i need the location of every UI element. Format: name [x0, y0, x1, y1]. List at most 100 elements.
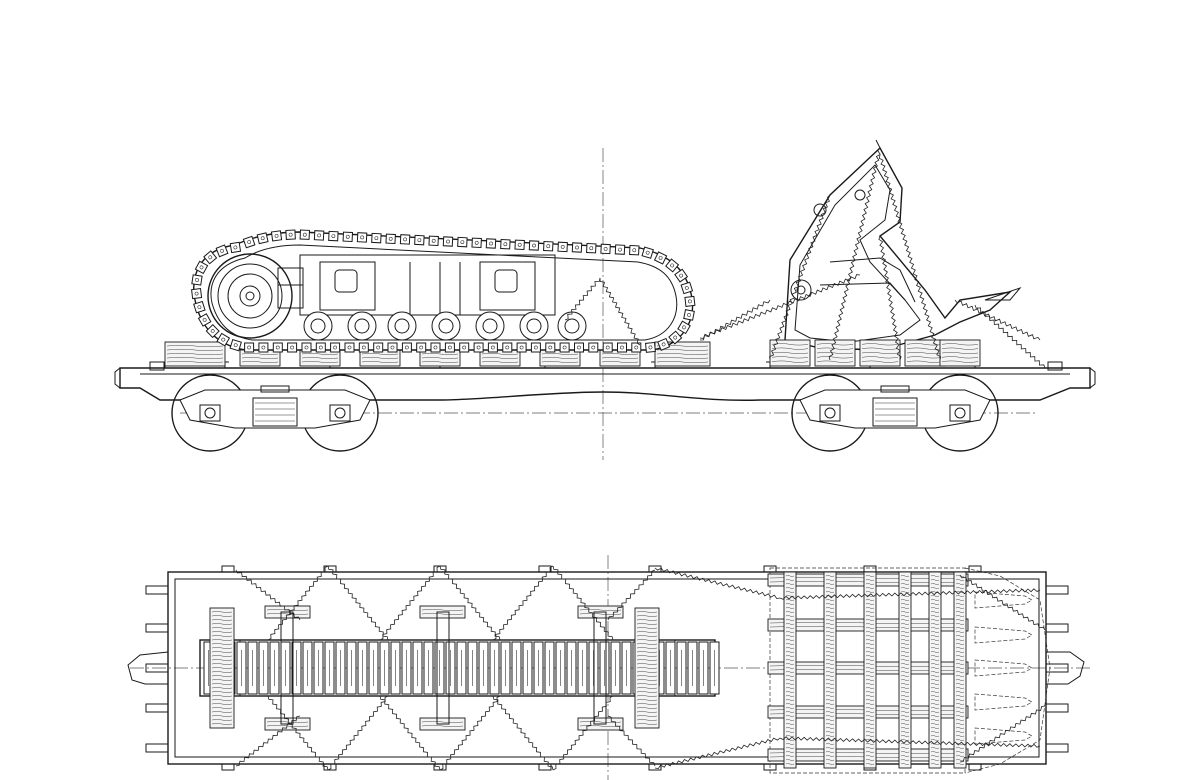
track-shoe: [401, 342, 412, 353]
track-pin: [474, 240, 479, 245]
journal-box: [329, 404, 351, 422]
side-stake-left: [145, 703, 169, 713]
track-pin: [388, 236, 393, 241]
bucket-long-timber: [863, 571, 877, 769]
track-pin: [317, 233, 321, 238]
track-pin: [603, 246, 608, 251]
track-pin: [360, 235, 364, 240]
track-pin: [589, 246, 594, 251]
tie-down-chain: [878, 235, 902, 361]
tie-down-chain: [654, 567, 781, 600]
track-shoe: [574, 342, 584, 353]
bucket-tooth: [974, 693, 1033, 711]
road-wheel: [475, 311, 505, 341]
track-pin: [661, 342, 666, 347]
track-shoe: [502, 342, 513, 353]
road-wheel-hub: [394, 318, 410, 334]
track-shoe: [665, 258, 680, 273]
track-shoe: [680, 281, 694, 295]
track-pin: [390, 345, 395, 350]
journal-cap: [204, 407, 216, 419]
tie-down-chain: [699, 299, 771, 341]
track-pin: [517, 242, 522, 247]
plan-stake: [221, 565, 235, 573]
tie-down-chain: [878, 154, 942, 361]
track-shoe: [358, 342, 369, 353]
track-pin: [620, 345, 624, 350]
track-pin: [233, 343, 238, 348]
track-shoes: [191, 229, 696, 353]
track-shoe: [500, 238, 511, 250]
track-shoe: [416, 342, 427, 353]
track-shoe: [229, 338, 242, 352]
track-pin: [431, 238, 436, 243]
road-wheel-hub: [526, 318, 542, 334]
road-wheel: [519, 311, 549, 341]
track-shoe: [315, 342, 326, 353]
bucket-long-timber: [898, 571, 912, 769]
dunnage-block: [419, 349, 461, 367]
track-pin: [519, 345, 524, 350]
track-shoe: [571, 242, 583, 253]
track-shoe: [516, 342, 527, 353]
track-shoe: [287, 342, 298, 353]
side-stake-left: [145, 743, 169, 753]
track-pin: [548, 345, 553, 350]
track-shoe: [444, 342, 455, 353]
tie-down-chain: [552, 695, 614, 771]
track-shoe: [385, 233, 396, 245]
side-stake-right: [1045, 663, 1069, 673]
plan-stake: [221, 763, 235, 771]
track-shoe: [629, 244, 640, 256]
track-shoe: [205, 323, 220, 339]
plan-tie-down-chains: [235, 565, 1046, 771]
track-shoe: [545, 342, 556, 353]
track-pin: [419, 345, 424, 350]
track-shoe: [328, 230, 339, 242]
plan-track-shoes: [203, 641, 720, 695]
plan-stake: [538, 763, 552, 771]
side-stake-right: [1045, 623, 1069, 633]
road-wheel: [303, 311, 333, 341]
track-shoe: [653, 251, 668, 265]
idler-wheel: [207, 253, 293, 339]
track-pin: [333, 345, 338, 350]
bucket-plan: [767, 567, 1051, 774]
crawler-track-frame: [191, 229, 696, 353]
plan-stake: [968, 763, 982, 771]
track-pin: [404, 345, 409, 350]
plan-stake: [648, 565, 662, 573]
track-shoe: [285, 229, 296, 240]
track-shoe: [399, 234, 411, 245]
track-shoe: [641, 246, 654, 259]
track-shoe: [677, 320, 691, 335]
plan-view: [127, 555, 1090, 780]
dunnage-block: [359, 349, 401, 367]
track-pin: [670, 263, 675, 268]
track-shoe: [602, 342, 613, 353]
track-pin: [233, 245, 238, 250]
track-shoe: [631, 342, 642, 353]
track-pin: [361, 345, 366, 350]
left-truck: [171, 374, 379, 452]
track-shoe: [301, 342, 312, 353]
plan-stake: [648, 763, 662, 771]
bucket-plan-timbers: [767, 571, 969, 769]
track-shoe: [586, 242, 597, 254]
tie-down-chain: [552, 565, 614, 641]
plan-stake: [538, 565, 552, 573]
track-shoe: [242, 235, 256, 249]
track-pin: [345, 234, 350, 239]
track-shoe: [258, 342, 269, 353]
track-pin: [546, 244, 551, 249]
track-pin: [274, 233, 279, 238]
track-shoe: [272, 342, 283, 353]
dunnage-block: [164, 341, 226, 367]
bolster: [260, 385, 290, 393]
track-pin: [688, 299, 692, 304]
track-pin: [194, 291, 199, 296]
track-pin: [376, 345, 381, 350]
journal-box: [819, 404, 841, 422]
track-pin: [632, 248, 637, 253]
